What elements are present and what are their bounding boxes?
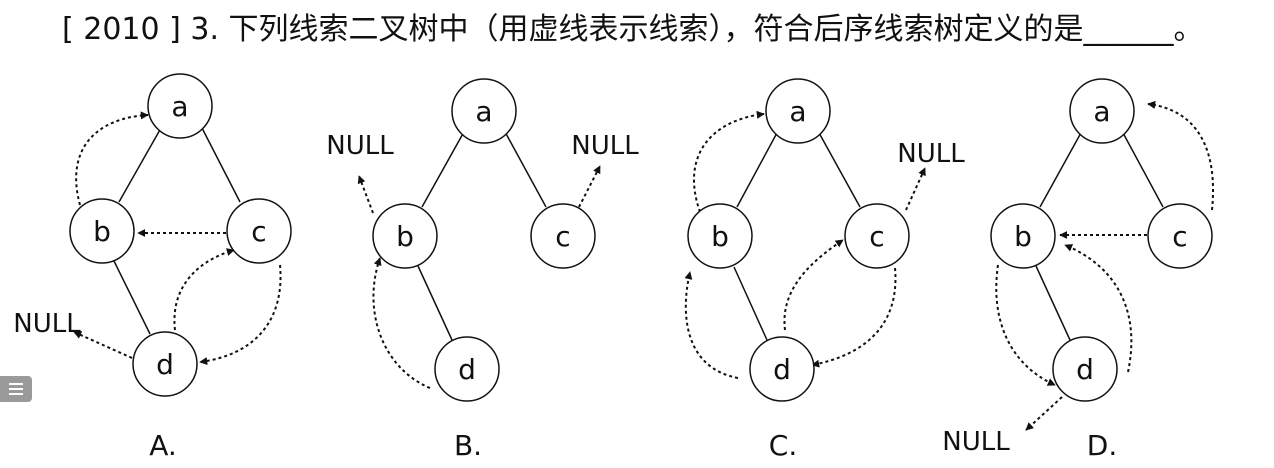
option-d-thread-b-d bbox=[995, 264, 1056, 386]
option-d-node-d-label: d bbox=[1076, 353, 1094, 386]
option-a-thread-b-a bbox=[75, 111, 149, 206]
option-b-thread-b-null bbox=[357, 175, 374, 214]
option-d-node-a bbox=[1069, 78, 1135, 144]
option-b-tree: a b c d NULL NULL B. bbox=[326, 78, 639, 462]
option-b-node-c-label: c bbox=[555, 220, 570, 253]
option-a-node-b bbox=[69, 198, 135, 264]
option-a-node-c-label: c bbox=[251, 215, 266, 248]
option-b-edge-b-d bbox=[417, 265, 453, 341]
option-d-label: D. bbox=[1087, 429, 1117, 462]
option-c-thread-d-b bbox=[684, 271, 739, 379]
option-c-thread-b-a bbox=[693, 110, 765, 213]
option-d-node-d bbox=[1052, 336, 1118, 402]
question-text: [ 2010 ] 3. 下列线索二叉树中（用虚线表示线索），符合后序线索树定义的… bbox=[62, 12, 1204, 47]
option-c-node-d-label: d bbox=[773, 353, 791, 386]
option-c-tree: a b c d NULL C. bbox=[684, 78, 965, 462]
option-c-node-b-label: b bbox=[711, 220, 729, 253]
option-d-node-b bbox=[990, 203, 1056, 269]
option-c-edge-b-d bbox=[733, 266, 768, 341]
option-b-node-c bbox=[530, 203, 596, 269]
option-c-thread-d-c bbox=[783, 239, 844, 331]
option-b-label: B. bbox=[454, 429, 482, 462]
option-b-node-a-label: a bbox=[475, 95, 492, 128]
option-b-edge-a-c bbox=[503, 129, 547, 208]
option-c-thread-c-d bbox=[811, 267, 897, 368]
option-c-edge-a-b bbox=[736, 130, 779, 208]
option-d-node-c bbox=[1147, 203, 1213, 269]
option-d-thread-c-a bbox=[1147, 100, 1214, 211]
option-a-edge-b-d bbox=[113, 260, 151, 335]
option-b-node-d-label: d bbox=[458, 353, 476, 386]
option-b-null-label-right: NULL bbox=[571, 131, 639, 161]
option-d-null-label: NULL bbox=[942, 427, 1010, 457]
option-d-thread-d-b bbox=[1064, 244, 1133, 373]
option-a-thread-c-d bbox=[199, 264, 282, 366]
option-b-edge-a-b bbox=[421, 129, 466, 208]
option-d-node-b-label: b bbox=[1014, 220, 1032, 253]
list-icon[interactable] bbox=[0, 376, 32, 402]
option-a-node-d bbox=[132, 331, 198, 397]
option-c-label: C. bbox=[769, 429, 797, 462]
option-c-node-c bbox=[844, 203, 910, 269]
option-a-node-b-label: b bbox=[93, 215, 111, 248]
option-d-edge-a-c bbox=[1121, 130, 1164, 208]
option-b-node-b bbox=[372, 203, 438, 269]
option-d-tree: a b c d NULL D. bbox=[942, 78, 1214, 462]
option-c-node-a bbox=[765, 78, 831, 144]
option-c-edge-a-c bbox=[817, 130, 861, 208]
option-a-label: A. bbox=[149, 429, 177, 462]
option-b-thread-c-null bbox=[578, 165, 601, 208]
option-a-tree: a b c d NULL A. bbox=[13, 73, 292, 462]
option-b-null-label-left: NULL bbox=[326, 131, 394, 161]
option-c-node-c-label: c bbox=[869, 220, 884, 253]
option-c-thread-c-null bbox=[905, 167, 926, 211]
option-d-thread-d-null bbox=[1025, 396, 1063, 431]
option-b-node-d bbox=[434, 336, 500, 402]
option-b-node-b-label: b bbox=[396, 220, 414, 253]
option-a-node-c bbox=[226, 198, 292, 264]
option-a-thread-d-c bbox=[173, 248, 235, 331]
option-c-null-label: NULL bbox=[897, 139, 965, 169]
option-a-node-a bbox=[147, 73, 213, 139]
option-c-node-b bbox=[687, 203, 753, 269]
option-a-edge-a-b bbox=[118, 127, 162, 203]
option-a-thread-d-null bbox=[73, 331, 133, 359]
option-d-edge-a-b bbox=[1039, 130, 1083, 208]
option-b-node-a bbox=[451, 78, 517, 144]
option-a-node-d-label: d bbox=[156, 348, 174, 381]
option-d-edge-b-d bbox=[1035, 265, 1071, 341]
option-c-node-d bbox=[749, 336, 815, 402]
option-d-node-a-label: a bbox=[1093, 95, 1110, 128]
option-a-edge-a-c bbox=[201, 127, 241, 203]
option-b-thread-d-b bbox=[372, 257, 431, 389]
option-d-node-c-label: c bbox=[1172, 220, 1187, 253]
option-c-node-a-label: a bbox=[789, 95, 806, 128]
option-a-node-a-label: a bbox=[171, 90, 188, 123]
option-a-null-label: NULL bbox=[13, 309, 81, 339]
